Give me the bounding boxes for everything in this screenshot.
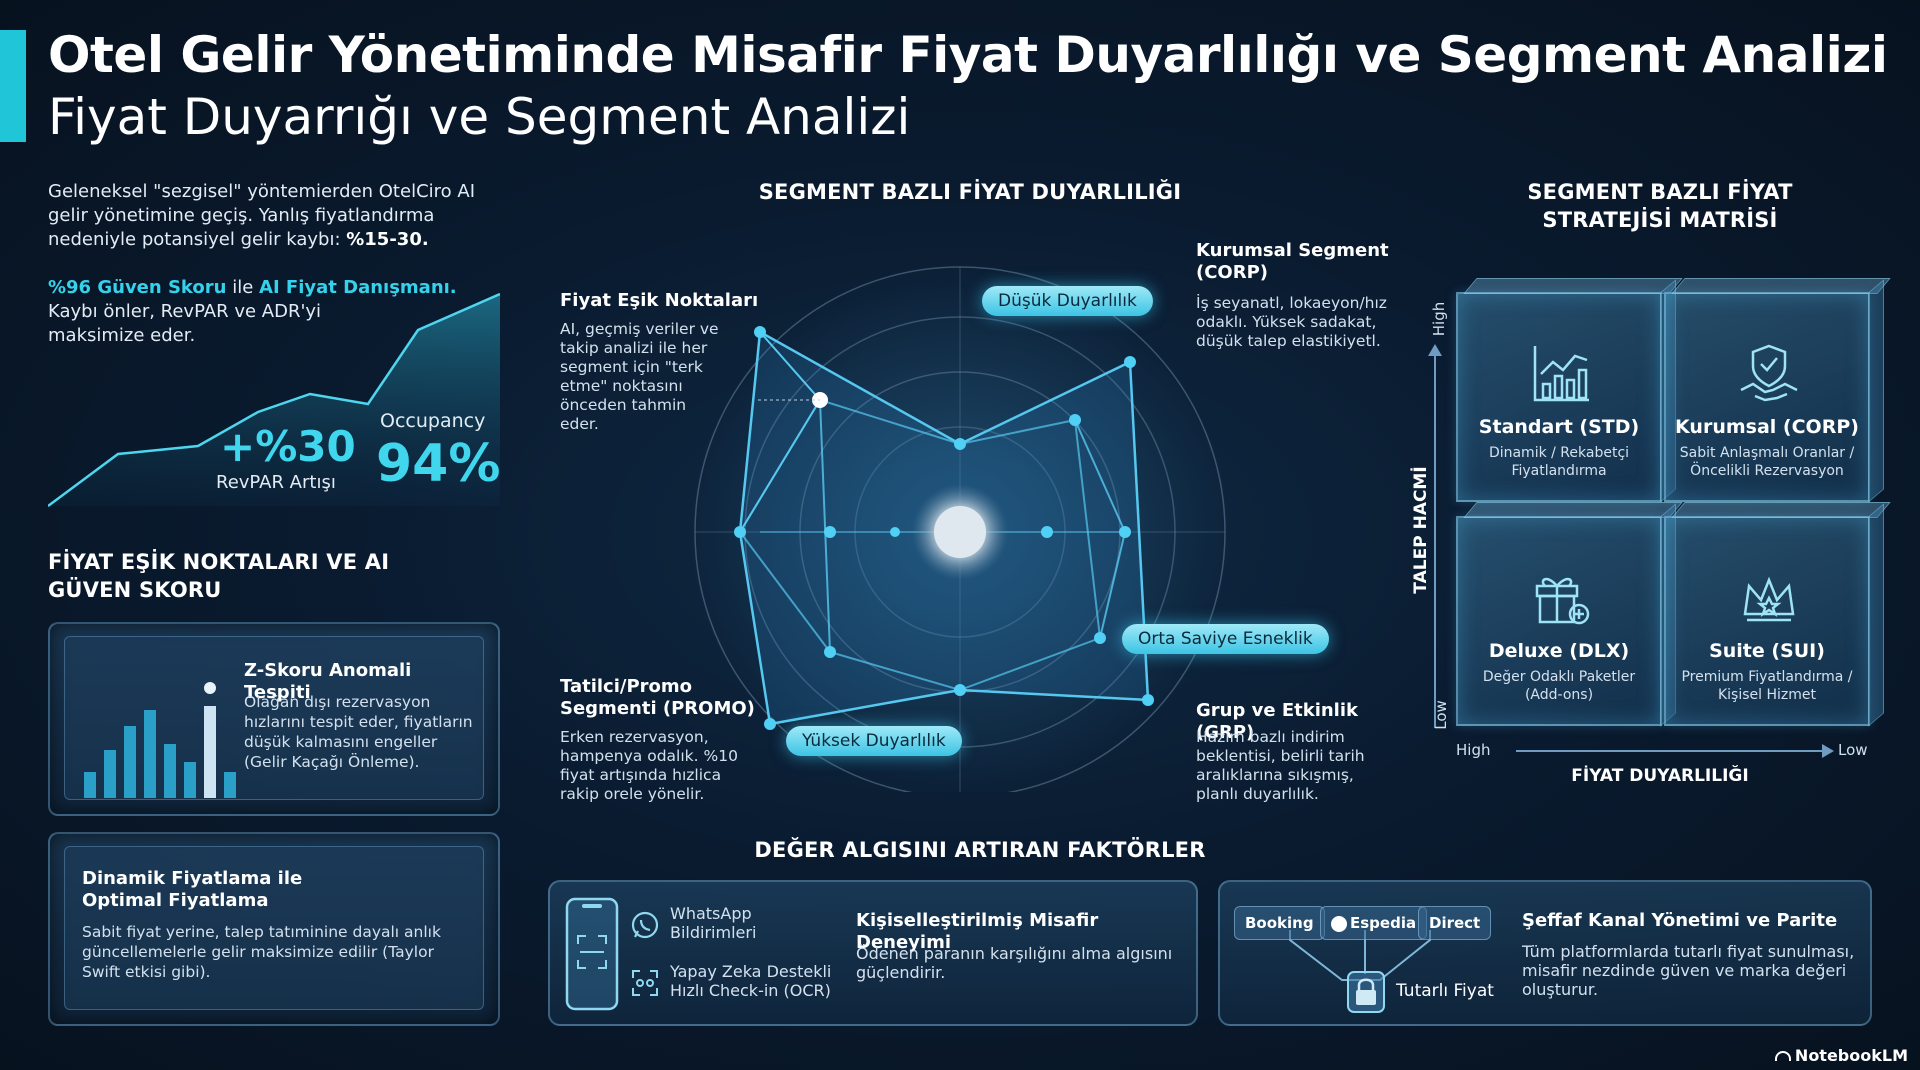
cell-standard-name: Standart (STD) [1478, 416, 1640, 438]
matrix-cell-deluxe: Deluxe (DLX) Değer Odaklı Paketler (Add-… [1456, 502, 1683, 727]
dynamic-card-inner [64, 846, 484, 1010]
y-axis-arrow-icon [1428, 344, 1442, 356]
radar-heading: SEGMENT BAZLI FİYAT DUYARLILIĞI [758, 180, 1182, 204]
high-sensitivity-pill: Yüksek Duyarlılık [786, 726, 962, 756]
x-axis-title: FİYAT DUYARLILIĞI [1571, 766, 1749, 786]
whatsapp-label: WhatsApp Bildirimleri [670, 904, 757, 942]
whatsapp-icon [631, 911, 659, 939]
channel-booking-chip: Booking [1234, 906, 1325, 940]
guest-experience-panel: WhatsApp Bildirimleri Yapay Zeka Destekl… [548, 880, 1198, 1026]
channel-expedia-label: Espedia [1350, 914, 1417, 932]
shield-handshake-icon [1740, 344, 1798, 402]
zscore-bars-icon [84, 682, 236, 798]
threshold-label-text: AI, geçmiş veriler ve takip analizi ile … [560, 320, 719, 433]
lock-icon [1347, 971, 1385, 1013]
promo-label-title: Tatilci/Promo Segmenti (PROMO) [560, 676, 755, 719]
notebooklm-brand: NotebookLM [1774, 1046, 1908, 1065]
corp-label-title: Kurumsal Segment (CORP) [1196, 240, 1389, 283]
cell-suite-desc: Premium Fiyatlandırma / Kişisel Hizmet [1681, 669, 1853, 703]
group-label-text: Hazim bazlı indirim beklentisi, belirli … [1196, 728, 1365, 803]
x-axis-high: High [1456, 741, 1491, 759]
channel-text: Tüm platformlarda tutarlı fiyat sunulmas… [1522, 942, 1855, 999]
revpar-value: +%30 [220, 422, 356, 471]
score-highlight: %96 Güven Skoru [48, 277, 227, 298]
title-accent-bar [0, 30, 26, 142]
growth-chart-icon [1533, 346, 1589, 402]
intro-benefit: Kaybı önler, RevPAR ve ADR'yi maksimize … [48, 301, 322, 346]
corp-label-text: İş seyanatl, lokaeyon/hız odaklı. Yüksek… [1196, 294, 1387, 350]
cell-corporate-desc: Sabit Anlaşmalı Oranlar / Öncelikli Reze… [1679, 445, 1855, 479]
advisor-highlight: AI Fiyat Danışmanı. [259, 277, 457, 298]
ocr-scan-icon [632, 970, 658, 996]
zscore-text: Olağan dışı rezervasyon hızlarını tespit… [244, 693, 473, 771]
threshold-section-heading: FİYAT EŞİK NOKTALARI VE AI GÜVEN SKORU [48, 550, 390, 602]
cell-corporate-name: Kurumsal (CORP) [1675, 416, 1859, 438]
growth-line [48, 292, 500, 508]
growth-area [48, 294, 500, 506]
matrix-cell-suite: Suite (SUI) Premium Fiyatlandırma / Kişi… [1664, 502, 1891, 727]
channel-expedia-chip: Espedia [1320, 906, 1428, 940]
expedia-icon [1331, 915, 1347, 932]
score-and: ile [226, 277, 260, 298]
ocr-label: Yapay Zeka Destekli Hızlı Check-in (OCR) [670, 962, 832, 1000]
channel-parity-panel: Booking Espedia Direct Tutarlı Fiyat Şef… [1218, 880, 1872, 1026]
experience-title: Kişiselleştirilmiş Misafir Deneyimi [856, 910, 1099, 953]
experience-text: Ödenen paranın karşılığını alma algısını… [856, 944, 1173, 982]
x-axis-arrow-icon [1822, 744, 1834, 758]
cell-deluxe-desc: Değer Odaklı Paketler (Add-ons) [1482, 669, 1636, 703]
zscore-title: Z-Skoru Anomali Tespiti [244, 660, 412, 703]
mid-flex-pill: Orta Saviye Esneklik [1122, 624, 1329, 654]
notebooklm-logo-icon [1774, 1051, 1791, 1061]
matrix-cell-standard: Standart (STD) Dinamik / Rekabetçi Fiyat… [1456, 278, 1683, 503]
dynamic-text: Sabit fiyat yerine, talep tatıminine day… [82, 923, 441, 981]
smartphone-icon [565, 897, 619, 1011]
growth-area-chart [48, 292, 500, 508]
channel-direct-chip: Direct [1418, 906, 1492, 940]
threshold-label-title: Fiyat Eşik Noktaları [560, 290, 759, 311]
matrix-cell-corporate: Kurumsal (CORP) Sabit Anlaşmalı Oranlar … [1664, 278, 1891, 503]
brand-label: NotebookLM [1794, 1046, 1908, 1065]
zscore-card: Z-Skoru Anomali Tespiti Olağan dışı reze… [48, 622, 500, 816]
y-axis-high: High [1430, 301, 1449, 337]
inner-polygon [738, 398, 1102, 692]
occupancy-value: 94% [376, 434, 501, 494]
y-axis-line [1434, 352, 1436, 728]
x-axis-low: Low [1838, 741, 1868, 759]
occupancy-label: Occupancy [380, 410, 486, 432]
group-label-title: Grup ve Etkinlik (GRP) [1196, 700, 1358, 743]
y-axis-low: Low [1431, 700, 1450, 730]
page-title: Otel Gelir Yönetiminde Misafir Fiyat Duy… [48, 26, 1888, 84]
radar-nodes [734, 326, 1154, 730]
matrix-heading: SEGMENT BAZLI FİYAT STRATEJİSİ MATRİSİ [1527, 180, 1793, 232]
promo-label-text: Erken rezervasyon, hampenya odalık. %10 … [560, 728, 738, 803]
channel-title: Şeffaf Kanal Yönetimi ve Parite [1522, 910, 1838, 931]
cell-deluxe-name: Deluxe (DLX) [1488, 640, 1630, 662]
cell-standard-desc: Dinamik / Rekabetçi Fiyatlandırma [1488, 445, 1630, 479]
y-axis-title: TALEP HACMİ [1411, 466, 1431, 594]
dynamic-title: Dinamik Fiyatlama ile Optimal Fiyatlama [82, 868, 303, 911]
x-axis-line [1516, 750, 1826, 752]
low-sensitivity-pill: Düşük Duyarlılık [982, 286, 1153, 316]
intro-score-text: %96 Güven Skoru ile AI Fiyat Danışmanı. … [48, 276, 488, 348]
intro-loss: %15-30. [346, 229, 429, 250]
gift-plus-icon [1535, 577, 1590, 625]
intro-line: Geleneksel "sezgisel" yöntemierden OtelC… [48, 181, 475, 250]
intro-text: Geleneksel "sezgisel" yöntemierden OtelC… [48, 180, 488, 252]
crown-icon [1743, 576, 1795, 622]
cell-suite-name: Suite (SUI) [1709, 640, 1825, 662]
consistent-price-label: Tutarlı Fiyat [1396, 981, 1494, 1001]
revpar-label: RevPAR Artışı [216, 472, 336, 493]
segment-radar-diagram [690, 262, 1230, 792]
dynamic-pricing-card: Dinamik Fiyatlama ile Optimal Fiyatlama … [48, 832, 500, 1026]
page-subtitle: Fiyat Duyarrığı ve Segment Analizi [48, 88, 911, 146]
value-factors-heading: DEĞER ALGISINI ARTIRAN FAKTÖRLER [754, 838, 1206, 862]
